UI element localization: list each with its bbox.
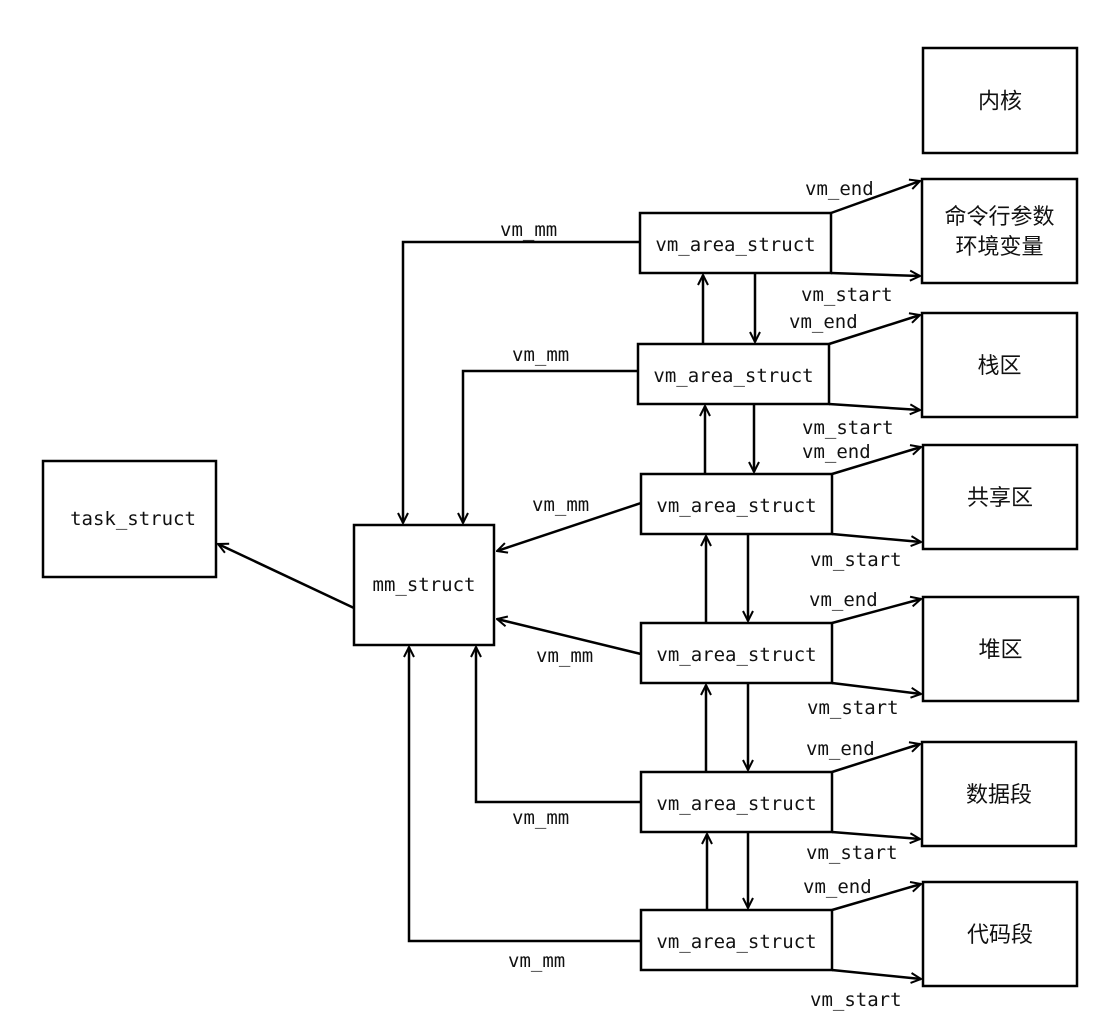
memory-region-label: 共享区: [967, 486, 1033, 511]
vm-area-struct-label: vm_area_struct: [653, 365, 813, 387]
memory-region-label: 命令行参数: [944, 205, 1054, 230]
vm-area-struct-box: [639, 472, 834, 536]
vm-mm-arrow: [476, 647, 641, 804]
vm-start-label: vm_start: [810, 989, 902, 1011]
vm-area-struct-box: [639, 908, 834, 972]
link-arrow-group: vm_endvm_startvm_endvm_startvm_endvm_sta…: [403, 178, 921, 1011]
vm-mm-label: vm_mm: [508, 950, 565, 972]
memory-region-label: 内核: [978, 90, 1022, 115]
memory-region-box: [921, 595, 1080, 703]
vm-start-arrow: [831, 532, 921, 542]
memory-region-box: [921, 443, 1079, 551]
vm-start-arrow: [831, 968, 921, 979]
task-struct-label: task_struct: [70, 508, 196, 530]
memory-region-box: [920, 177, 1079, 285]
vm-mm-arrow: [403, 240, 640, 523]
vm-end-arrow: [830, 181, 920, 215]
memory-region-label: 栈区: [977, 354, 1021, 379]
vm-end-arrow: [831, 744, 920, 774]
vm-end-arrow: [831, 884, 921, 912]
vm-end-label: vm_end: [806, 738, 875, 760]
memory-region-label: 堆区: [978, 638, 1022, 663]
vm-mm-arrow: [463, 369, 638, 523]
vm-area-struct-label: vm_area_struct: [656, 793, 816, 815]
memory-region-box: [920, 740, 1078, 848]
vm-area-struct-box: [639, 621, 834, 685]
vm-area-struct-box: [638, 211, 833, 275]
vm-end-label: vm_end: [803, 876, 872, 898]
vm-start-label: vm_start: [810, 549, 902, 571]
vm-mm-label: vm_mm: [500, 219, 557, 241]
vm-mm-arrow: [409, 647, 641, 943]
vm-start-arrow: [830, 273, 920, 276]
vm-start-arrow: [828, 402, 920, 410]
memory-region-box: [921, 46, 1079, 155]
mm-struct-label: mm_struct: [373, 574, 476, 596]
vm-end-label: vm_end: [789, 311, 858, 333]
vm-mm-label: vm_mm: [536, 645, 593, 667]
vm-mm-label: vm_mm: [532, 494, 589, 516]
memory-region-box: [920, 311, 1079, 419]
memory-region-box: [921, 880, 1079, 988]
vm-start-label: vm_start: [802, 417, 894, 439]
vm-start-label: vm_start: [801, 284, 893, 306]
mm-to-task-arrow: [218, 544, 355, 610]
vm-mm-arrow: [497, 501, 642, 551]
vm-mm-label: vm_mm: [512, 807, 569, 829]
memory-region-label: 代码段: [967, 923, 1033, 948]
vm-end-label: vm_end: [809, 589, 878, 611]
vm-mm-arrow: [497, 619, 642, 656]
vm-end-label: vm_end: [802, 441, 871, 463]
vm-area-struct-box: [639, 770, 834, 834]
mm-struct-box: [352, 523, 496, 647]
vm-end-label: vm_end: [805, 178, 874, 200]
vm-start-arrow: [831, 830, 920, 839]
vm-mm-label: vm_mm: [512, 344, 569, 366]
vm-area-struct-label: vm_area_struct: [656, 495, 816, 517]
vm-end-arrow: [831, 447, 921, 476]
vm-area-struct-label: vm_area_struct: [655, 234, 815, 256]
vm-start-arrow: [831, 681, 921, 694]
vm-end-arrow: [831, 599, 921, 625]
vm-area-struct-label: vm_area_struct: [656, 644, 816, 666]
vm-area-struct-label: vm_area_struct: [656, 931, 816, 953]
vm-area-struct-group: vm_area_struct vm_area_struct vm_area_stru…: [636, 211, 834, 972]
memory-region-label: 环境变量: [955, 235, 1043, 260]
vm-start-label: vm_start: [807, 697, 899, 719]
vm-start-label: vm_start: [806, 842, 898, 864]
task-struct-box: [41, 459, 218, 579]
memory-region-label: 数据段: [966, 783, 1032, 808]
vm-end-arrow: [828, 315, 920, 346]
vm-area-struct-box: [636, 342, 831, 406]
